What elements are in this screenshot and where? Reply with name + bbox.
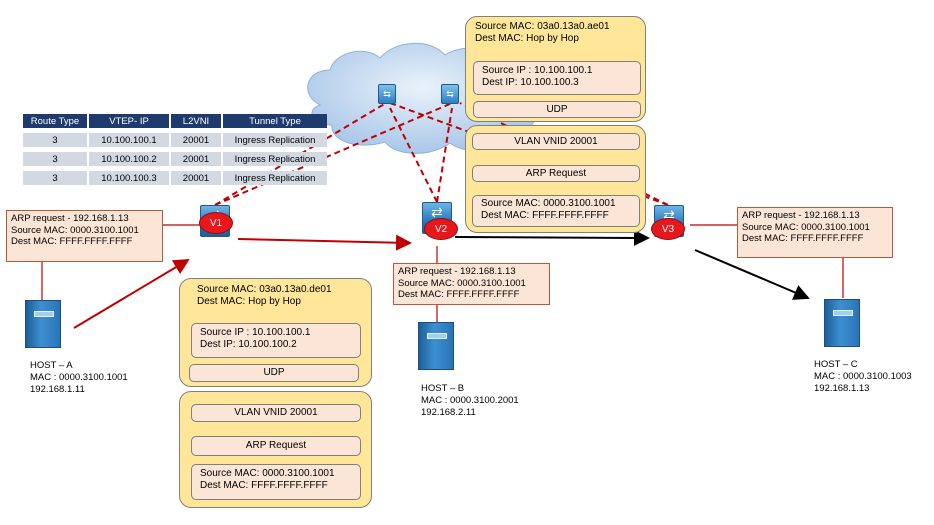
top-vxlan-vnid: VLAN VNID 20001 (472, 133, 640, 150)
flow-v1-to-v2 (237, 234, 412, 251)
tunnel-v1-spine2 (214, 102, 453, 206)
source-mac-line: Source MAC: 0000.3100.1001 (398, 277, 526, 289)
cell-l2vni: 20001 (171, 152, 221, 166)
bottom-outer-ip: Source IP : 10.100.100.1 Dest IP: 10.100… (191, 323, 361, 358)
flow-v2-to-v3 (454, 229, 650, 246)
source-mac-line: Source MAC: 0000.3100.1001 (481, 198, 616, 209)
bottom-udp: UDP (189, 364, 359, 382)
spine-switch-2[interactable]: ⇆ (441, 84, 459, 104)
col-vtep-ip: VTEP- IP (89, 114, 169, 128)
host-mac: MAC : 0000.3100.1001 (30, 372, 128, 383)
host-ip: 192.168.1.11 (30, 384, 85, 395)
bottom-inner-mac: Source MAC: 0000.3100.1001 Dest MAC: FFF… (191, 464, 361, 500)
dest-mac-line: Dest MAC: FFFF.FFFF.FFFF (742, 233, 864, 244)
cell-vtep-ip: 10.100.100.1 (89, 133, 169, 147)
host-c-server-icon[interactable] (824, 299, 860, 347)
top-outer-ip: Source IP : 10.100.100.1 Dest IP: 10.100… (473, 61, 641, 95)
source-ip-line: Source IP : 10.100.100.1 (482, 65, 593, 76)
bottom-outer-mac: Source MAC: 03a0.13a0.de01 Dest MAC: Hop… (197, 284, 332, 308)
host-name: HOST – C (814, 359, 858, 370)
arp-note-b: ARP request - 192.168.1.13 Source MAC: 0… (393, 263, 550, 305)
bottom-arp-payload: ARP Request (191, 436, 361, 456)
dest-mac-line: Dest MAC: FFFF.FFFF.FFFF (481, 210, 609, 221)
host-a-info: HOST – A MAC : 0000.3100.1001 192.168.1.… (30, 360, 128, 396)
dest-mac-line: Dest MAC: Hop by Hop (197, 296, 301, 307)
tunnel-v2-spine2 (436, 107, 453, 203)
cell-vtep-ip: 10.100.100.3 (89, 171, 169, 185)
source-mac-line: Source MAC: 0000.3100.1001 (11, 224, 139, 236)
cell-route-type: 3 (23, 152, 87, 166)
source-mac-line: Source MAC: 03a0.13a0.ae01 (475, 21, 610, 32)
dest-mac-line: Dest MAC: FFFF.FFFF.FFFF (398, 289, 520, 300)
vtep-badge-v2[interactable]: V2 (424, 218, 458, 240)
vtep-badge-v3[interactable]: V3 (651, 218, 685, 240)
host-c-info: HOST – C MAC : 0000.3100.1003 192.168.1.… (814, 359, 912, 395)
dest-mac-line: Dest MAC: FFFF.FFFF.FFFF (200, 480, 328, 491)
cell-l2vni: 20001 (171, 171, 221, 185)
arp-request-line: ARP request - 192.168.1.13 (742, 210, 860, 221)
col-tunnel-type: Tunnel Type (223, 114, 327, 128)
host-mac: MAC : 0000.3100.1003 (814, 371, 912, 382)
cell-vtep-ip: 10.100.100.2 (89, 152, 169, 166)
cell-tunnel-type: Ingress Replication (223, 171, 327, 185)
cell-route-type: 3 (23, 133, 87, 147)
flow-hostA-to-v1 (73, 258, 190, 329)
dest-ip-line: Dest IP: 10.100.100.3 (482, 77, 579, 88)
host-b-server-icon[interactable] (418, 322, 454, 370)
col-l2vni: L2VNI (171, 114, 221, 128)
host-a-server-icon[interactable] (25, 300, 61, 348)
host-ip: 192.168.1.13 (814, 383, 870, 394)
source-ip-line: Source IP : 10.100.100.1 (200, 327, 311, 338)
dest-ip-line: Dest IP: 10.100.100.2 (200, 339, 297, 350)
tunnel-v1-spine (214, 102, 387, 206)
arp-request-line: ARP request - 192.168.1.13 (11, 213, 129, 224)
arp-request-line: ARP request - 192.168.1.13 (398, 266, 516, 277)
top-outer-mac: Source MAC: 03a0.13a0.ae01 Dest MAC: Hop… (475, 21, 610, 45)
cell-tunnel-type: Ingress Replication (223, 133, 327, 147)
dest-mac-line: Dest MAC: Hop by Hop (475, 33, 579, 44)
arp-note-c: ARP request - 192.168.1.13 Source MAC: 0… (737, 207, 893, 258)
top-inner-mac: Source MAC: 0000.3100.1001 Dest MAC: FFF… (472, 195, 640, 227)
top-udp: UDP (473, 101, 641, 118)
source-mac-line: Source MAC: 0000.3100.1001 (200, 468, 335, 479)
host-mac: MAC : 0000.3100.2001 (421, 395, 519, 406)
flow-v3-to-hostC (694, 249, 810, 300)
tunnel-v2-spine (389, 107, 438, 203)
bottom-vxlan-vnid: VLAN VNID 20001 (191, 404, 361, 422)
cell-tunnel-type: Ingress Replication (223, 152, 327, 166)
cell-route-type: 3 (23, 171, 87, 185)
source-mac-line: Source MAC: 03a0.13a0.de01 (197, 284, 332, 295)
table-row: 3 10.100.100.1 20001 Ingress Replication (23, 133, 327, 147)
cell-l2vni: 20001 (171, 133, 221, 147)
host-name: HOST – A (30, 360, 73, 371)
host-ip: 192.168.2.11 (421, 407, 476, 418)
dest-mac-line: Dest MAC: FFFF.FFFF.FFFF (11, 236, 133, 247)
top-arp-payload: ARP Request (472, 165, 640, 182)
table-row: 3 10.100.100.2 20001 Ingress Replication (23, 152, 327, 166)
vtep-badge-v1[interactable]: V1 (199, 212, 233, 234)
table-row: 3 10.100.100.3 20001 Ingress Replication (23, 171, 327, 185)
col-route-type: Route Type (23, 114, 87, 128)
source-mac-line: Source MAC: 0000.3100.1001 (742, 221, 870, 233)
host-b-info: HOST – B MAC : 0000.3100.2001 192.168.2.… (421, 383, 519, 419)
host-name: HOST – B (421, 383, 465, 394)
evpn-route-table: Route Type VTEP- IP L2VNI Tunnel Type 3 … (21, 114, 329, 185)
arp-note-a: ARP request - 192.168.1.13 Source MAC: 0… (6, 210, 163, 262)
spine-switch-1[interactable]: ⇆ (378, 84, 396, 104)
